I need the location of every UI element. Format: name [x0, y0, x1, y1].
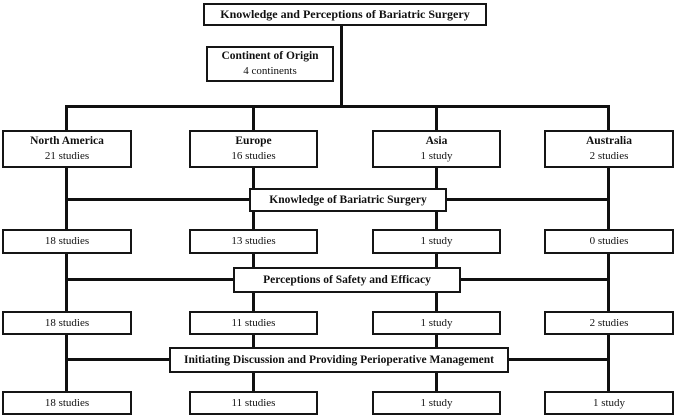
title-text: Knowledge and Perceptions of Bariatric S… — [220, 6, 470, 21]
connector-line — [607, 332, 610, 393]
origin-box: Continent of Origin 4 continents — [206, 46, 334, 82]
count-box-knowledge-asia: 1 study — [372, 229, 501, 254]
count-box-management-australia: 1 study — [544, 391, 674, 415]
connector-line — [607, 105, 610, 132]
connector-line — [435, 291, 438, 313]
count-label: 13 studies — [231, 235, 276, 248]
connector-line — [435, 371, 438, 393]
count-box-knowledge-europe: 13 studies — [189, 229, 318, 254]
continent-box-europe: Europe 16 studies — [189, 130, 318, 168]
continent-name: North America — [30, 135, 104, 148]
connector-line — [607, 252, 610, 313]
continent-box-asia: Asia 1 study — [372, 130, 501, 168]
count-label: 1 study — [420, 316, 453, 329]
continent-count: 16 studies — [231, 150, 276, 163]
count-label: 11 studies — [231, 316, 276, 329]
count-label: 18 studies — [44, 235, 90, 248]
section-banner-perceptions: Perceptions of Safety and Efficacy — [233, 267, 461, 293]
section-banner-management: Initiating Discussion and Providing Peri… — [169, 347, 509, 373]
connector-line — [65, 198, 251, 201]
count-box-perceptions-asia: 1 study — [372, 311, 501, 335]
connector-line — [459, 278, 610, 281]
connector-line — [435, 332, 438, 349]
count-box-perceptions-europe: 11 studies — [189, 311, 318, 335]
continent-count: 1 study — [420, 150, 453, 163]
connector-line — [65, 278, 235, 281]
count-label: 1 study — [592, 396, 626, 409]
continent-name: Europe — [235, 135, 272, 148]
origin-count: 4 continents — [243, 65, 297, 78]
section-banner-label: Knowledge of Bariatric Surgery — [269, 193, 427, 206]
count-label: 0 studies — [589, 235, 629, 248]
count-label: 2 studies — [589, 316, 629, 329]
origin-label: Continent of Origin — [221, 50, 319, 63]
connector-line — [252, 252, 255, 269]
connector-line — [252, 291, 255, 313]
count-box-knowledge-australia: 0 studies — [544, 229, 674, 254]
connector-line — [65, 252, 68, 313]
continent-count: 2 studies — [589, 150, 629, 163]
count-label: 18 studies — [44, 396, 90, 409]
count-box-management-asia: 1 study — [372, 391, 501, 415]
count-label: 18 studies — [44, 316, 90, 329]
count-label: 1 study — [420, 396, 453, 409]
count-box-management-north-america: 18 studies — [2, 391, 132, 415]
continent-box-north-america: North America 21 studies — [2, 130, 132, 168]
connector-line — [252, 332, 255, 349]
connector-line — [435, 210, 438, 231]
connector-bus — [65, 105, 610, 108]
continent-name: Asia — [425, 135, 448, 148]
connector-line — [445, 198, 610, 201]
connector-line — [435, 105, 438, 132]
count-box-knowledge-north-america: 18 studies — [2, 229, 132, 254]
connector-line — [435, 166, 438, 190]
count-box-management-europe: 11 studies — [189, 391, 318, 415]
section-banner-knowledge: Knowledge of Bariatric Surgery — [249, 188, 447, 212]
connector-line — [65, 105, 68, 132]
connector-line — [252, 166, 255, 190]
connector-trunk — [340, 24, 343, 107]
count-box-perceptions-australia: 2 studies — [544, 311, 674, 335]
section-banner-label: Initiating Discussion and Providing Peri… — [184, 353, 494, 366]
connector-line — [65, 358, 171, 361]
section-banner-label: Perceptions of Safety and Efficacy — [263, 273, 431, 286]
connector-line — [252, 210, 255, 231]
connector-line — [252, 105, 255, 132]
count-box-perceptions-north-america: 18 studies — [2, 311, 132, 335]
count-label: 11 studies — [231, 396, 276, 409]
connector-line — [65, 332, 68, 393]
title-box: Knowledge and Perceptions of Bariatric S… — [203, 3, 487, 26]
continent-name: Australia — [586, 135, 632, 148]
continent-count: 21 studies — [44, 150, 90, 163]
continent-box-australia: Australia 2 studies — [544, 130, 674, 168]
count-label: 1 study — [420, 235, 453, 248]
connector-line — [435, 252, 438, 269]
connector-line — [507, 358, 610, 361]
connector-line — [252, 371, 255, 393]
